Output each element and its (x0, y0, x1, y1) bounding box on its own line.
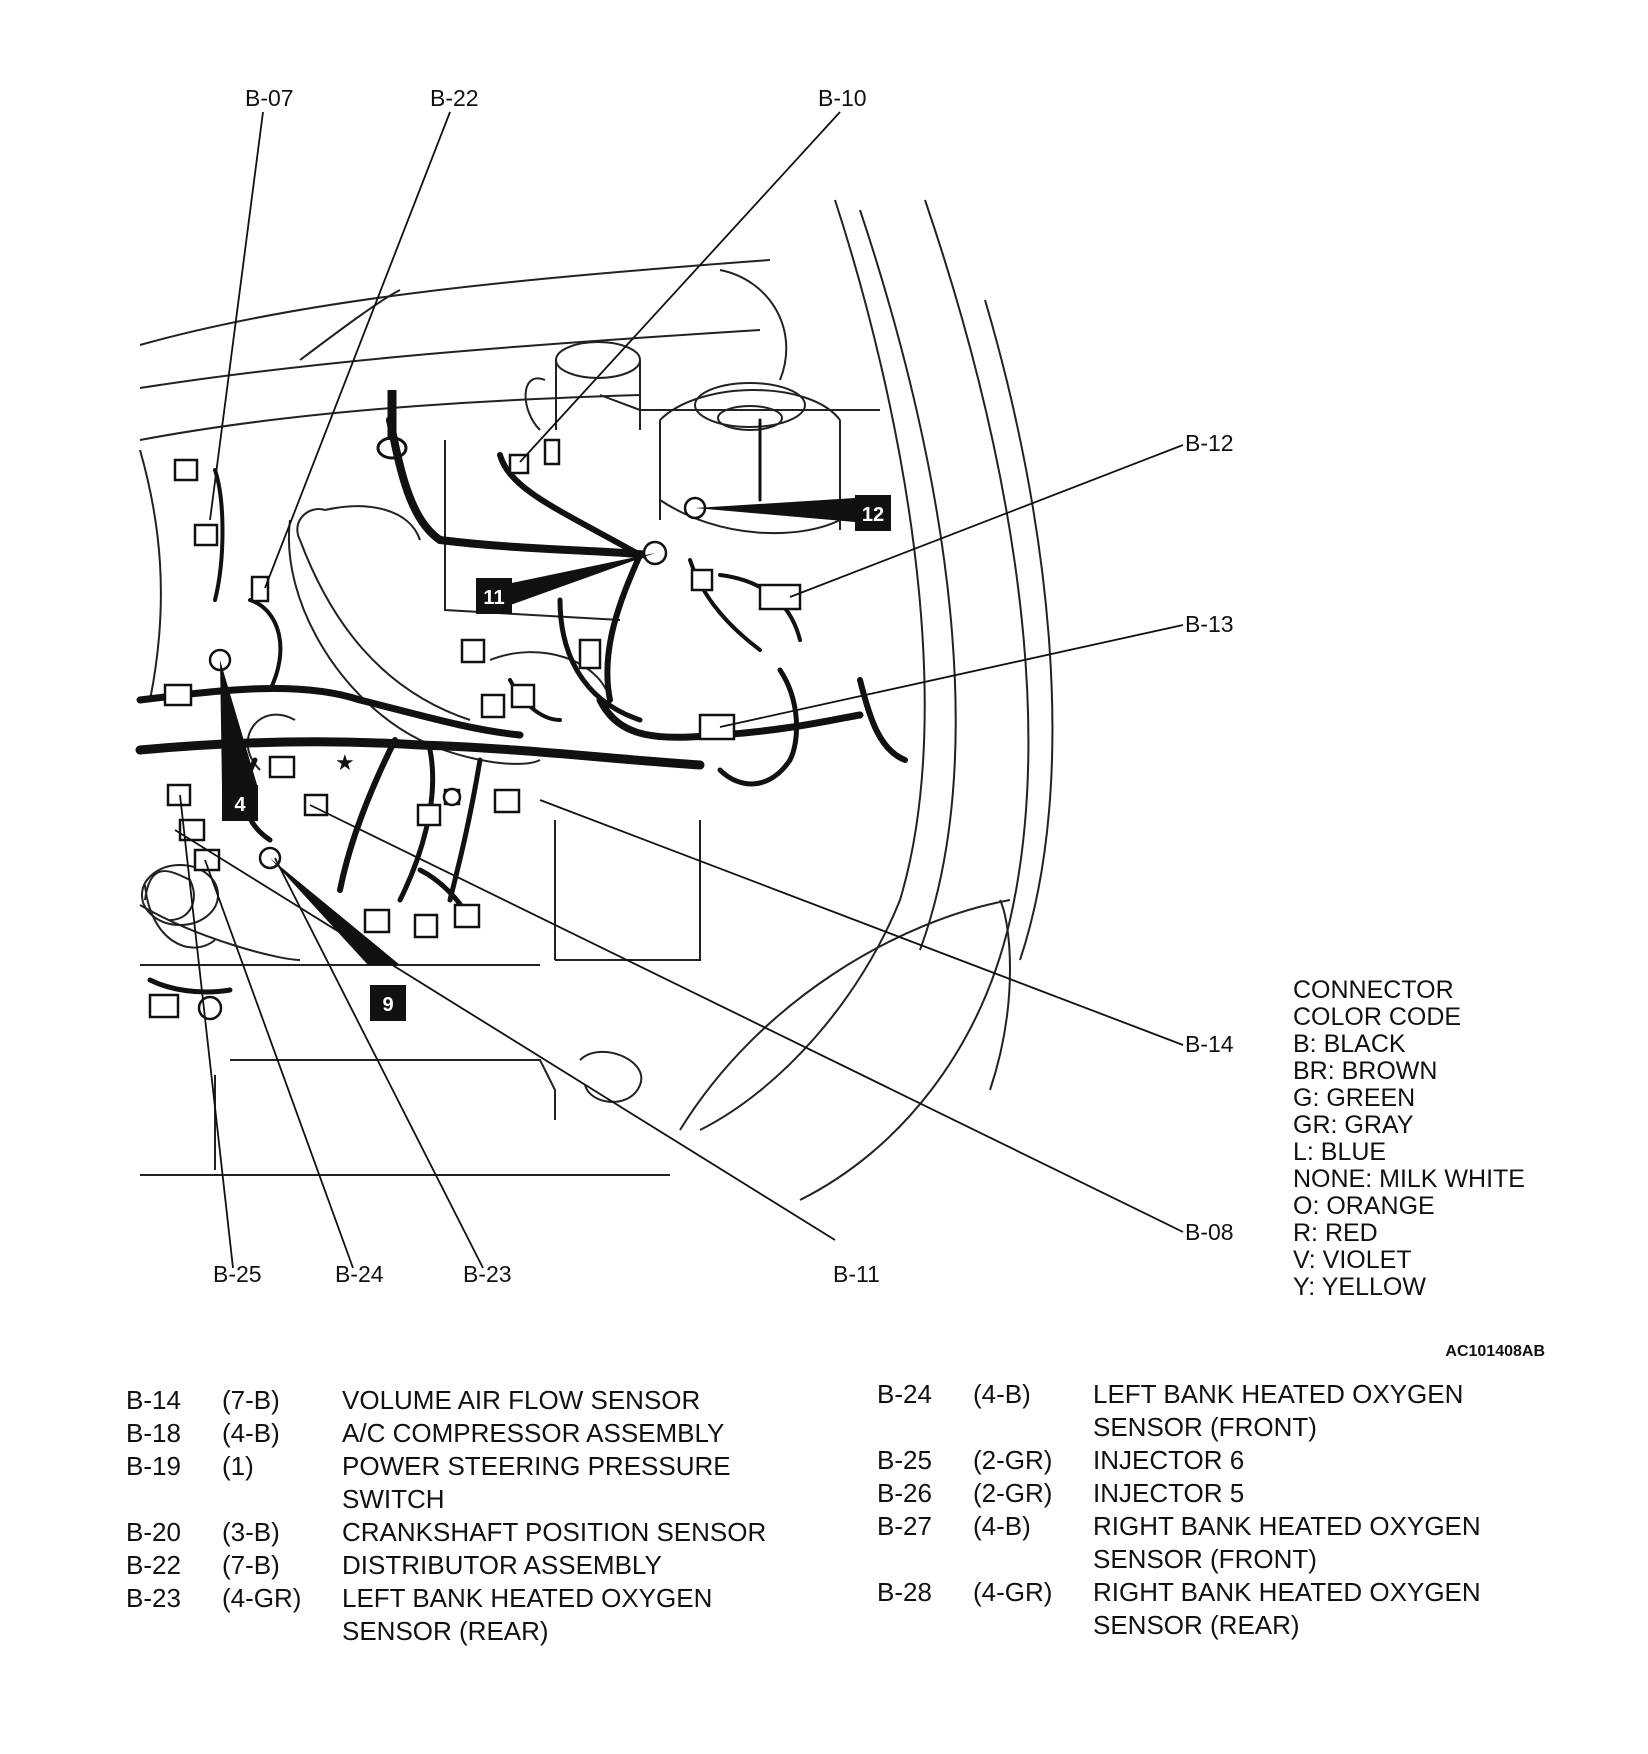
bolt (376, 390, 408, 460)
legend-item: BR: BROWN (1293, 1057, 1438, 1085)
part-code: (4-GR) (222, 1583, 302, 1613)
parts-row: B-28 (4-GR) RIGHT BANK HEATED OXYGEN SEN… (877, 1576, 1597, 1642)
part-desc: A/C COMPRESSOR ASSEMBLY (342, 1418, 725, 1448)
part-id: B-22 (126, 1550, 181, 1580)
svg-text:4: 4 (234, 794, 246, 816)
part-id: B-27 (877, 1511, 932, 1541)
badge-9: 9 (370, 985, 406, 1021)
part-desc: LEFT BANK HEATED OXYGEN SENSOR (REAR) (342, 1583, 713, 1646)
part-desc: DISTRIBUTOR ASSEMBLY (342, 1550, 662, 1580)
part-code: (4-B) (222, 1418, 280, 1448)
callout-b11: B-11 (833, 1261, 880, 1287)
part-desc: INJECTOR 6 (1093, 1445, 1245, 1475)
badge-11: 11 (476, 578, 512, 614)
legend-item: NONE: MILK WHITE (1293, 1165, 1525, 1193)
part-id: B-24 (877, 1379, 932, 1409)
callout-b13: B-13 (1185, 611, 1234, 637)
callout-b22: B-22 (430, 85, 479, 111)
parts-row: B-14 (7-B) VOLUME AIR FLOW SENSOR (126, 1384, 826, 1417)
part-code: (2-GR) (973, 1478, 1053, 1508)
part-code: (7-B) (222, 1550, 280, 1580)
leader-lines (174, 111, 1184, 1269)
part-code: (1) (222, 1451, 254, 1481)
reservoirs (524, 269, 841, 535)
parts-row: B-23 (4-GR) LEFT BANK HEATED OXYGEN SENS… (126, 1582, 826, 1648)
part-id: B-28 (877, 1577, 932, 1607)
part-desc: RIGHT BANK HEATED OXYGEN SENSOR (REAR) (1093, 1577, 1481, 1640)
callout-b14: B-14 (1185, 1031, 1234, 1057)
callout-b23: B-23 (463, 1261, 512, 1287)
figure-code: AC101408AB (1445, 1343, 1545, 1360)
callout-b24: B-24 (335, 1261, 384, 1287)
star-marker: ★ (335, 751, 355, 776)
parts-list-left: B-14 (7-B) VOLUME AIR FLOW SENSOR B-18 (… (126, 1384, 826, 1648)
legend-item: GR: GRAY (1293, 1111, 1414, 1139)
svg-text:12: 12 (862, 504, 884, 526)
part-desc: CRANKSHAFT POSITION SENSOR (342, 1517, 767, 1547)
callout-b25: B-25 (213, 1261, 262, 1287)
part-id: B-23 (126, 1583, 181, 1613)
callout-b08: B-08 (1185, 1219, 1234, 1245)
legend-item: B: BLACK (1293, 1030, 1406, 1058)
parts-row: B-26 (2-GR) INJECTOR 5 (877, 1477, 1597, 1510)
legend-title-line1: CONNECTOR (1293, 976, 1454, 1004)
badge-4: 4 (222, 785, 258, 821)
part-code: (3-B) (222, 1517, 280, 1547)
part-id: B-20 (126, 1517, 181, 1547)
svg-text:9: 9 (382, 994, 393, 1016)
legend-item: G: GREEN (1293, 1084, 1416, 1112)
legend-title-line2: COLOR CODE (1293, 1003, 1462, 1031)
part-desc: POWER STEERING PRESSURE SWITCH (342, 1451, 731, 1514)
fender-panel (287, 289, 701, 961)
callout-b12: B-12 (1185, 430, 1234, 456)
callout-b07: B-07 (245, 85, 294, 111)
legend-item: Y: YELLOW (1293, 1273, 1426, 1301)
legend-item: V: VIOLET (1293, 1246, 1412, 1274)
wiring-harness (135, 416, 908, 995)
parts-list-right: B-24 (4-B) LEFT BANK HEATED OXYGEN SENSO… (877, 1378, 1597, 1642)
legend-item: L: BLUE (1293, 1138, 1387, 1166)
legend-item: O: ORANGE (1293, 1192, 1435, 1220)
part-id: B-25 (877, 1445, 932, 1475)
parts-row: B-24 (4-B) LEFT BANK HEATED OXYGEN SENSO… (877, 1378, 1597, 1444)
part-code: (4-B) (973, 1379, 1031, 1409)
part-id: B-14 (126, 1385, 181, 1415)
part-code: (2-GR) (973, 1445, 1053, 1475)
part-desc: VOLUME AIR FLOW SENSOR (342, 1385, 701, 1415)
parts-row: B-25 (2-GR) INJECTOR 6 (877, 1444, 1597, 1477)
part-desc: RIGHT BANK HEATED OXYGEN SENSOR (FRONT) (1093, 1511, 1481, 1574)
intake-duct (296, 505, 471, 721)
color-code-legend: CONNECTOR COLOR CODE B: BLACK BR: BROWN … (1293, 977, 1593, 1301)
callout-b10: B-10 (818, 85, 867, 111)
part-id: B-26 (877, 1478, 932, 1508)
parts-row: B-19 (1) POWER STEERING PRESSURE SWITCH (126, 1450, 826, 1516)
svg-text:11: 11 (483, 587, 504, 609)
parts-row: B-20 (3-B) CRANKSHAFT POSITION SENSOR (126, 1516, 826, 1549)
part-code: (4-B) (973, 1511, 1031, 1541)
part-id: B-19 (126, 1451, 181, 1481)
parts-row: B-22 (7-B) DISTRIBUTOR ASSEMBLY (126, 1549, 826, 1582)
parts-row: B-27 (4-B) RIGHT BANK HEATED OXYGEN SENS… (877, 1510, 1597, 1576)
engine-outline (139, 199, 1054, 1201)
part-code: (7-B) (222, 1385, 280, 1415)
part-desc: LEFT BANK HEATED OXYGEN SENSOR (FRONT) (1093, 1379, 1464, 1442)
badge-12: 12 (855, 495, 891, 531)
legend-item: R: RED (1293, 1219, 1378, 1247)
part-code: (4-GR) (973, 1577, 1053, 1607)
part-id: B-18 (126, 1418, 181, 1448)
part-desc: INJECTOR 5 (1093, 1478, 1245, 1508)
parts-row: B-18 (4-B) A/C COMPRESSOR ASSEMBLY (126, 1417, 826, 1450)
pointer-wedges (220, 498, 855, 965)
